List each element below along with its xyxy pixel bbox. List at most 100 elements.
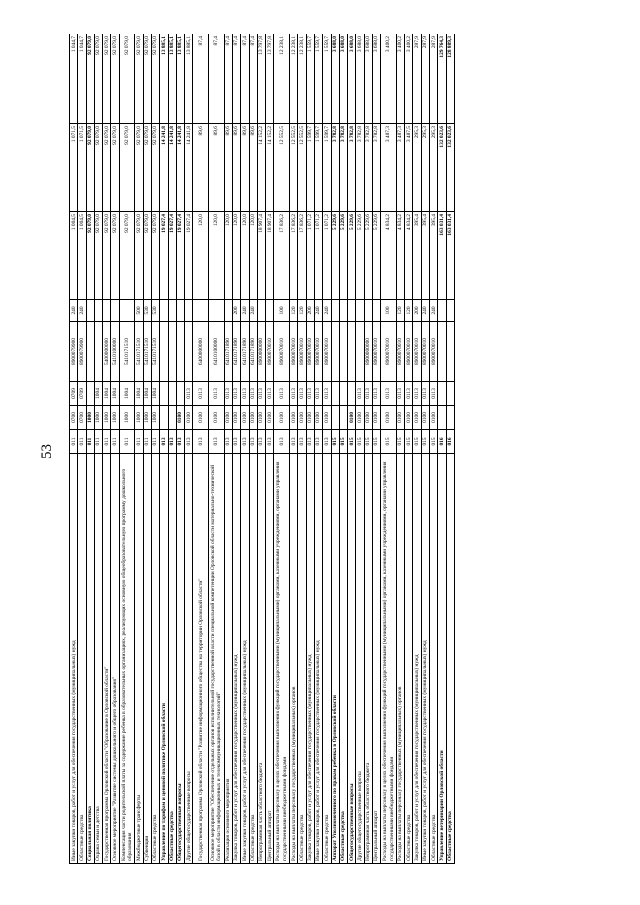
row-expense-type-cell: 530 <box>151 299 160 322</box>
row-expense-type-cell: 240 <box>322 299 331 322</box>
row-value-1-cell: 120,0 <box>192 211 209 300</box>
row-grbs-cell: 013 <box>314 429 323 454</box>
row-value-2-cell: 1 599,7 <box>306 123 315 212</box>
row-expense-type-cell <box>437 299 447 322</box>
row-expense-type-cell: 240 <box>249 299 258 322</box>
row-target-item-cell: 5410171510 <box>143 321 152 382</box>
row-value-2-cell: 14 241,8 <box>159 123 169 212</box>
row-value-3-cell: 128 809,3 <box>446 34 455 124</box>
row-podrazdel-cell: 1004 <box>102 381 111 406</box>
row-razdel-cell: 1000 <box>102 405 111 430</box>
row-value-2-cell: 92 079,0 <box>102 123 111 212</box>
row-value-2-cell: 92 079,0 <box>119 123 135 212</box>
row-value-3-cell: 3 688,0 <box>364 34 373 124</box>
row-value-3-cell: 12 238,1 <box>297 34 307 124</box>
row-value-1-cell: 120,0 <box>224 211 233 300</box>
row-podrazdel-cell: 0113 <box>289 381 298 406</box>
row-name-cell: Социальная политика <box>86 453 95 864</box>
row-razdel-cell <box>331 405 340 430</box>
row-name-cell: Областные средства <box>322 453 331 864</box>
row-value-3-cell: 3 688,0 <box>331 34 340 124</box>
row-razdel-cell <box>437 405 447 430</box>
row-expense-type-cell: 120 <box>297 299 307 322</box>
row-razdel-cell: 1000 <box>94 405 103 430</box>
row-name-cell: Центральный аппарат <box>265 453 274 864</box>
table-row: Расходы на выплаты персоналу в целях обе… <box>273 34 290 864</box>
row-value-1-cell: 163 031,4 <box>446 211 455 300</box>
row-grbs-cell: 013 <box>265 429 274 454</box>
row-value-2-cell: 3 782,8 <box>347 123 356 212</box>
row-expense-type-cell <box>265 299 274 322</box>
row-value-3-cell: 287,9 <box>429 34 438 124</box>
row-name-cell: Расходы на выплаты персоналу в целях обе… <box>380 453 397 864</box>
row-razdel-cell: 0100 <box>404 405 413 430</box>
row-razdel-cell: 0100 <box>176 405 185 430</box>
row-razdel-cell <box>168 405 177 430</box>
row-value-1-cell: 92 079,0 <box>151 211 160 300</box>
row-name-cell: Компенсация части родительской платы за … <box>119 453 135 864</box>
row-value-2-cell: 3 487,3 <box>396 123 405 212</box>
row-name-cell: Областные средства <box>151 453 160 864</box>
budget-table-body: Иные закупки товаров, работ и услуг для … <box>69 34 455 864</box>
table-row: Основное мероприятие "Развитие системы д… <box>110 34 120 864</box>
row-grbs-cell: 013 <box>184 429 193 454</box>
row-value-2-cell: 92 079,0 <box>86 123 95 212</box>
row-value-1-cell: 19 027,4 <box>159 211 169 300</box>
row-name-cell: Областные средства <box>429 453 438 864</box>
row-value-3-cell: 13 797,8 <box>265 34 274 124</box>
row-podrazdel-cell <box>437 381 447 406</box>
row-grbs-cell: 015 <box>331 429 340 454</box>
row-value-1-cell: 17 836,2 <box>297 211 307 300</box>
row-podrazdel-cell: 0113 <box>273 381 290 406</box>
row-target-item-cell <box>94 321 103 382</box>
row-value-3-cell: 13 885,1 <box>168 34 177 124</box>
row-podrazdel-cell: 0113 <box>192 381 209 406</box>
row-target-item-cell: 8900070010 <box>404 321 413 382</box>
row-name-cell: Непрограммная часть областного бюджета <box>364 453 373 864</box>
row-expense-type-cell: 240 <box>421 299 430 322</box>
row-podrazdel-cell: 0113 <box>421 381 430 406</box>
row-grbs-cell: 011 <box>86 429 95 454</box>
row-value-3-cell: 92 079,0 <box>151 34 160 124</box>
row-expense-type-cell <box>119 299 135 322</box>
row-grbs-cell: 015 <box>421 429 430 454</box>
row-name-cell: Иные закупки товаров, работ и услуг для … <box>69 453 78 864</box>
row-name-cell: Другие общегосударственные вопросы <box>184 453 193 864</box>
row-grbs-cell: 015 <box>396 429 405 454</box>
row-expense-type-cell: 100 <box>380 299 397 322</box>
row-razdel-cell: 0100 <box>306 405 315 430</box>
row-name-cell: Закупка товаров, работ и услуг для обесп… <box>306 453 315 864</box>
row-value-2-cell: 3 782,8 <box>372 123 381 212</box>
row-grbs-cell: 013 <box>192 429 209 454</box>
row-value-3-cell: 3 688,0 <box>372 34 381 124</box>
table-row: Иные закупки товаров, работ и услуг для … <box>69 34 78 864</box>
row-name-cell: Общегосударственные вопросы <box>347 453 356 864</box>
row-name-cell: Иные закупки товаров, работ и услуг для … <box>421 453 430 864</box>
row-razdel-cell <box>339 405 348 430</box>
row-value-1-cell: 163 031,4 <box>437 211 447 300</box>
row-razdel-cell <box>159 405 169 430</box>
row-expense-type-cell <box>176 299 185 322</box>
row-grbs-cell: 013 <box>168 429 177 454</box>
row-grbs-cell: 011 <box>69 429 78 454</box>
row-podrazdel-cell: 0113 <box>297 381 307 406</box>
row-value-1-cell: 5 229,6 <box>355 211 365 300</box>
row-razdel-cell: 0100 <box>184 405 193 430</box>
row-grbs-cell: 011 <box>102 429 111 454</box>
row-target-item-cell: 8900000000 <box>257 321 266 382</box>
row-razdel-cell: 1000 <box>134 405 144 430</box>
row-name-cell: Основное мероприятие "Обеспечение отдель… <box>208 453 225 864</box>
row-value-3-cell: 12 238,1 <box>289 34 298 124</box>
row-target-item-cell <box>159 321 169 382</box>
row-expense-type-cell <box>184 299 193 322</box>
row-expense-type-cell: 200 <box>306 299 315 322</box>
row-grbs-cell: 015 <box>364 429 373 454</box>
row-value-1-cell: 92 079,0 <box>134 211 144 300</box>
row-target-item-cell: 8900070010 <box>265 321 274 382</box>
row-value-2-cell: 1 071,5 <box>69 123 78 212</box>
row-target-item-cell <box>176 321 185 382</box>
row-expense-type-cell <box>168 299 177 322</box>
